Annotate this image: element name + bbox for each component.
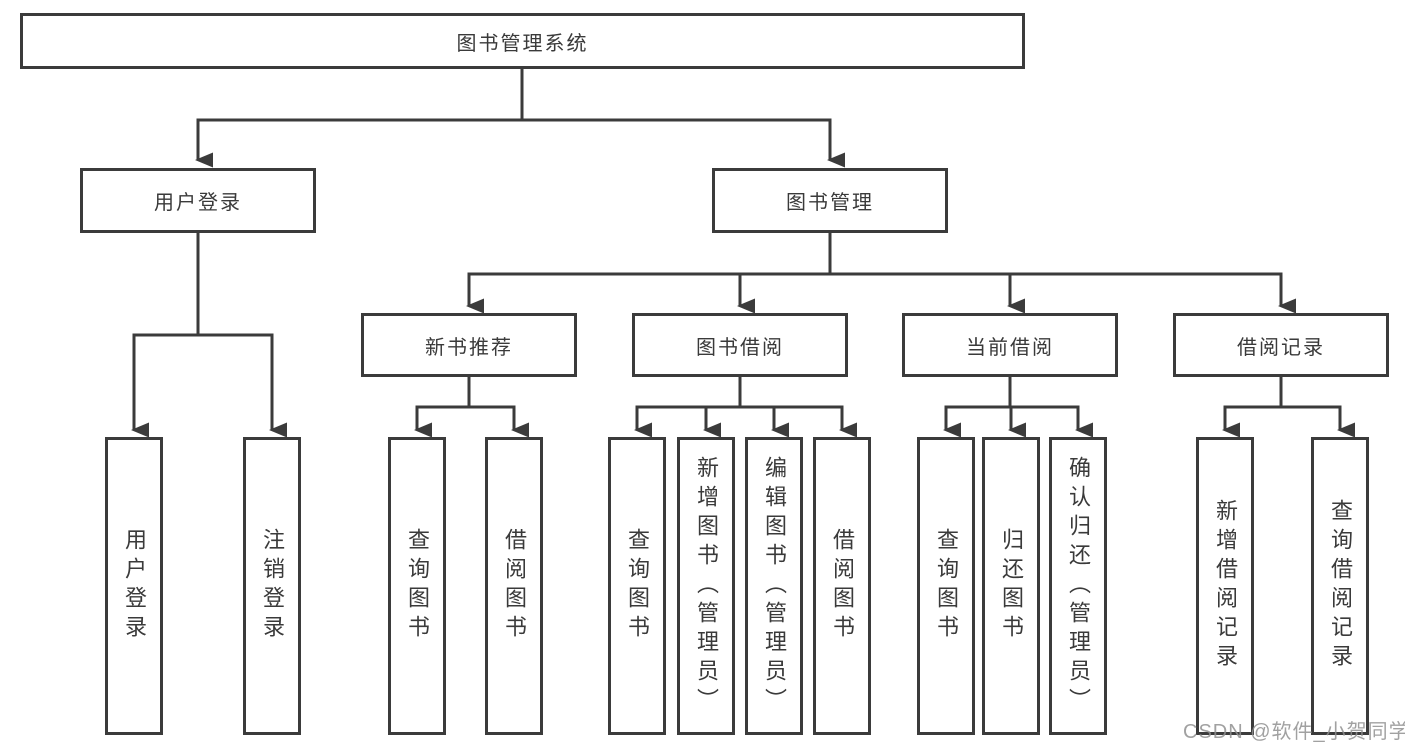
node-library-management-system: 图书管理系统 (20, 13, 1025, 69)
node-label: 图书借阅 (696, 336, 784, 359)
node-label: 图书管理 (786, 192, 874, 214)
node-label: 图书管理系统 (456, 32, 589, 55)
node-label: 新增借阅记录 (1213, 499, 1238, 673)
node-label: 归还图书 (999, 528, 1024, 644)
node-label: 编辑图书（管理员） (762, 455, 787, 717)
node-label: 当前借阅 (966, 336, 1054, 359)
node-current-borrowing: 当前借阅 (902, 313, 1118, 377)
node-new-book-recommendation: 新书推荐 (361, 313, 577, 377)
leaf-query-books: 查询图书 (388, 437, 446, 735)
node-label: 借阅图书 (830, 528, 855, 644)
node-label: 查询借阅记录 (1328, 499, 1353, 673)
node-label: 借阅图书 (502, 528, 527, 644)
node-book-borrowing: 图书借阅 (632, 313, 848, 377)
leaf-query-books: 查询图书 (608, 437, 666, 735)
leaf-logout: 注销登录 (243, 437, 301, 735)
node-label: 用户登录 (154, 192, 242, 214)
leaf-return-books: 归还图书 (982, 437, 1040, 735)
node-label: 用户登录 (122, 528, 147, 644)
csdn-watermark: CSDN @软件_小贺同学 (1183, 721, 1405, 743)
node-borrowing-records: 借阅记录 (1173, 313, 1389, 377)
leaf-borrow-books: 借阅图书 (813, 437, 871, 735)
leaf-confirm-return-admin: 确认归还（管理员） (1049, 437, 1107, 735)
leaf-borrow-books: 借阅图书 (485, 437, 543, 735)
node-label: 查询图书 (934, 528, 959, 644)
leaf-user-login: 用户登录 (105, 437, 163, 735)
node-label: 查询图书 (625, 528, 650, 644)
node-label: 新增图书（管理员） (694, 455, 719, 717)
leaf-add-books-admin: 新增图书（管理员） (677, 437, 735, 735)
node-label: 确认归还（管理员） (1066, 455, 1091, 717)
node-label: 借阅记录 (1237, 336, 1325, 359)
leaf-query-books: 查询图书 (917, 437, 975, 735)
node-label: 查询图书 (405, 528, 430, 644)
leaf-add-borrow-record: 新增借阅记录 (1196, 437, 1254, 735)
leaf-edit-books-admin: 编辑图书（管理员） (745, 437, 803, 735)
node-label: 注销登录 (260, 528, 285, 644)
leaf-query-borrow-record: 查询借阅记录 (1311, 437, 1369, 735)
node-user-login: 用户登录 (80, 168, 316, 233)
node-book-management: 图书管理 (712, 168, 948, 233)
node-label: 新书推荐 (425, 336, 513, 359)
